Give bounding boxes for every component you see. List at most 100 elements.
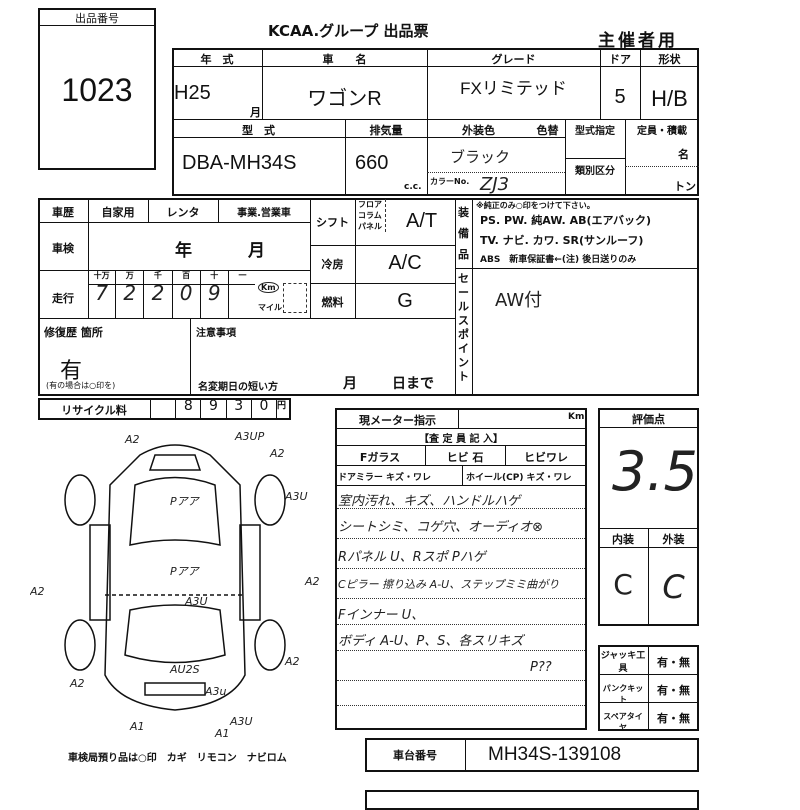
spare-tire-label: スペアタイヤ <box>603 712 643 732</box>
damage-mark: A2 <box>284 655 300 668</box>
inspection-month: 月 <box>248 241 265 261</box>
mileage-digit: 0 <box>179 281 193 305</box>
mileage-digit: 7 <box>95 281 108 305</box>
fuel-value: G <box>397 290 413 312</box>
repair-value: 有 <box>60 358 83 383</box>
sales-point-label: セールスポイント <box>458 272 469 383</box>
car-damage-diagram: A2 A3UP A2 A3U A2 A3U Pアア Pアア A3U AU2S A… <box>30 430 320 740</box>
chassis-box <box>365 738 699 772</box>
damage-mark: A3U <box>184 595 208 608</box>
inspection-note: ボディ A-U、P、S、各スリキズ <box>338 634 524 649</box>
shape-label: 形状 <box>658 53 681 66</box>
capacity-label: 定員・積載 <box>637 126 687 137</box>
vehicle-table <box>172 48 699 196</box>
jack-label: ジャッキ工具 <box>600 651 646 674</box>
displacement-value: 660 <box>355 152 389 174</box>
color-value: ブラック <box>450 148 511 166</box>
interior-grade: C <box>613 568 633 601</box>
score-value: 3.5 <box>612 440 698 503</box>
damage-mark: A1 <box>129 720 145 733</box>
inspection-box <box>335 408 587 730</box>
wheel-label: ホイール(CP) キズ・ワレ <box>466 473 572 483</box>
interior-label: 内装 <box>612 533 634 546</box>
grade-label: グレード <box>491 53 536 66</box>
ton-unit: トン <box>674 180 696 193</box>
persons-unit: 名 <box>678 148 689 161</box>
inspection-note: シートシミ、コゲ穴、オーディオ⊗ <box>338 520 543 535</box>
shift-label: シフト <box>316 216 349 229</box>
sales-point-text: AW付 <box>495 290 543 311</box>
shift-column: コラム <box>358 211 382 220</box>
digit-label: 百 <box>182 271 191 280</box>
model-label: 型 式 <box>242 124 275 137</box>
year-label: 年 式 <box>200 53 234 66</box>
damage-mark: A2 <box>124 433 140 446</box>
shift-options: フロア コラム パネル <box>358 199 386 232</box>
glass-label: Fガラス <box>359 451 401 464</box>
fuel-label: 燃料 <box>321 296 344 309</box>
yen-unit: 円 <box>277 401 287 411</box>
exterior-label: 外装 <box>662 533 685 546</box>
repair-label: 修復歴 箇所 <box>44 326 103 339</box>
meter-label: 現メーター指示 <box>359 414 436 427</box>
damage-mark: A2 <box>269 447 285 460</box>
chassis-number: MH34S-139108 <box>488 744 622 765</box>
inspection-label: 車検 <box>52 242 74 255</box>
mileage-unit-box <box>283 283 307 313</box>
equipment-line2: TV. ナビ. カワ. SR(サンルーフ) <box>480 234 644 247</box>
caution-label: 注意事項 <box>196 328 236 339</box>
model-value: DBA-MH34S <box>182 152 297 174</box>
color-no-value: ZJ3 <box>480 174 510 195</box>
recycle-digit: 9 <box>201 398 227 420</box>
damage-mark: A3U <box>284 490 308 503</box>
shift-value: A/T <box>406 210 438 232</box>
meter-km: Km <box>568 412 585 422</box>
chassis-label: 車台番号 <box>393 749 437 762</box>
business-use: 事業.営業車 <box>237 208 291 219</box>
mile-option: マイル <box>258 303 282 312</box>
history-label: 車歴 <box>52 206 74 219</box>
km-option: Km <box>258 282 279 293</box>
glass-crack: ヒビワレ <box>524 451 568 464</box>
spare-tire-option[interactable]: 有・無 <box>657 712 690 725</box>
form-title: KCAA.グループ 出品票 <box>268 22 429 40</box>
digit-label: 一 <box>238 271 247 280</box>
lot-box <box>38 8 156 170</box>
glass-chip: ヒビ 石 <box>446 451 484 464</box>
puncture-kit-option[interactable]: 有・無 <box>657 684 690 697</box>
month-label: 月 <box>250 106 261 119</box>
damage-mark: AU2S <box>169 663 200 676</box>
damage-mark: A3U <box>229 715 253 728</box>
recycle-digit: 8 <box>176 398 202 420</box>
inspection-note: Cピラー 擦り込み A-U、ステップミミ曲がり <box>338 578 560 591</box>
inspection-note: Fインナー U、 <box>338 608 425 623</box>
equipment-note: ※純正のみ○印をつけて下さい。 <box>476 201 595 210</box>
digit-label: 千 <box>153 271 162 280</box>
mirror-label: ドアミラー キズ・ワレ <box>338 473 431 483</box>
damage-mark: A1 <box>214 727 230 740</box>
doors-label: ドア <box>609 53 631 66</box>
shape-value: H/B <box>651 86 688 111</box>
name-label: 車 名 <box>322 53 367 66</box>
recycle-row <box>38 398 291 420</box>
month-label: 月 <box>343 376 357 392</box>
jack-option[interactable]: 有・無 <box>657 656 690 669</box>
damage-mark: A3UP <box>234 430 265 443</box>
digit-label: 十万 <box>93 271 110 280</box>
car-name: ワゴンR <box>307 88 382 110</box>
inspection-year: 年 <box>175 241 192 261</box>
name-change-label: 名変期日の短い方 <box>198 382 278 393</box>
class-label: 類別区分 <box>575 166 615 177</box>
digit-label: 万 <box>125 271 134 280</box>
history-table <box>38 198 699 396</box>
damage-mark: Pアア <box>170 495 201 508</box>
ac-value: A/C <box>388 252 422 274</box>
equipment-line3: ABS 新車保証書←(注) 後日送りのみ <box>480 255 637 265</box>
inspection-note: P?? <box>530 660 552 675</box>
cc-unit: c.c. <box>404 182 422 192</box>
year-value: H25 <box>174 82 211 104</box>
usage-label: 主催者用 <box>598 31 678 51</box>
equipment-line1: PS. PW. 純AW. AB(エアバック) <box>480 214 652 227</box>
doors-value: 5 <box>614 86 626 108</box>
grade-value: FXリミテッド <box>460 79 567 98</box>
